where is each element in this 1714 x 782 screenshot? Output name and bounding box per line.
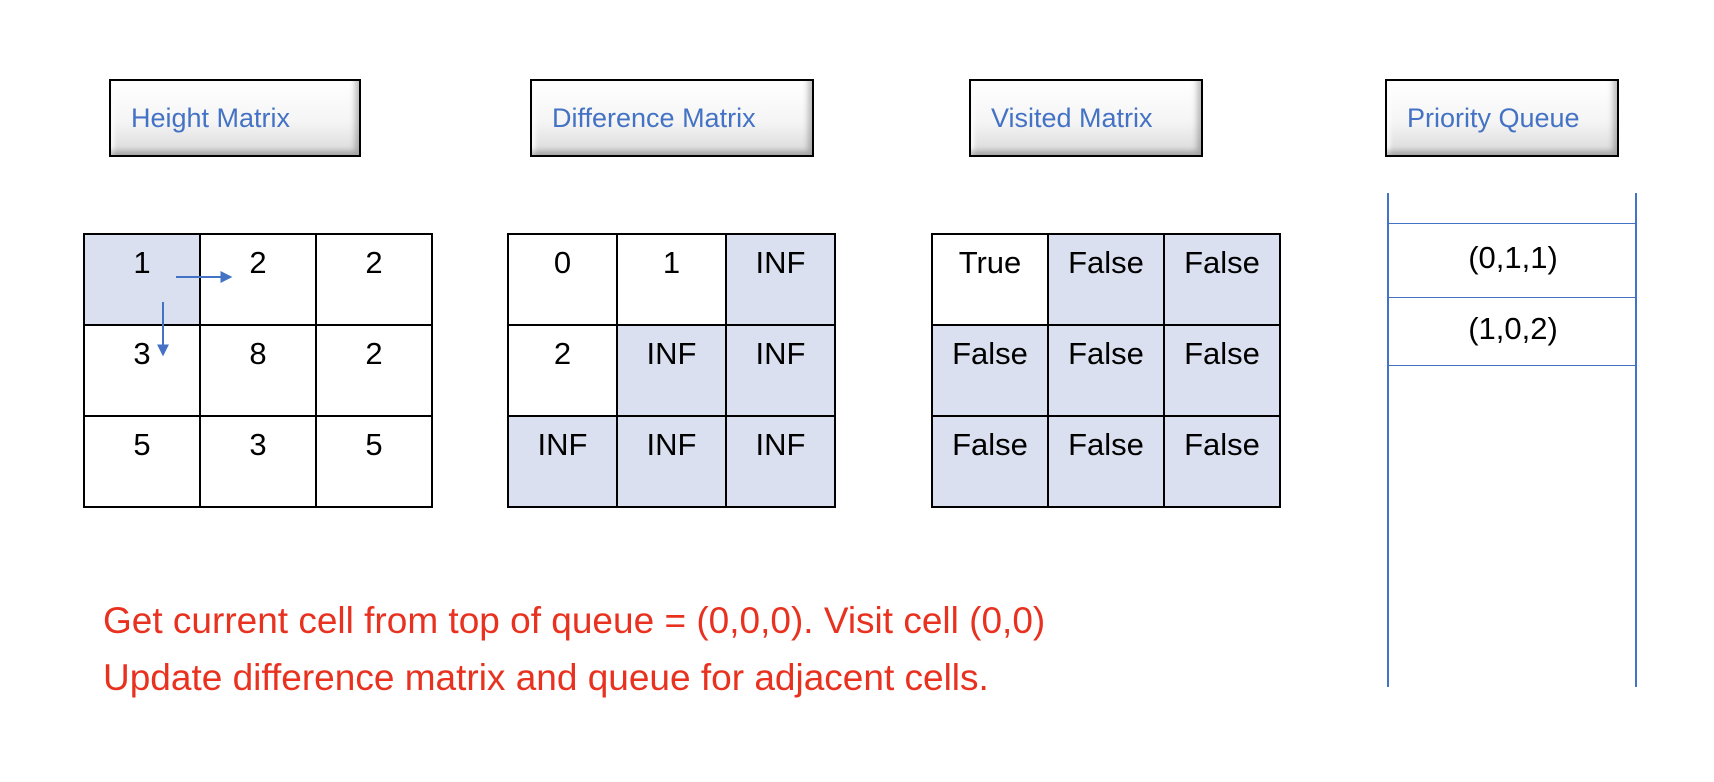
difference-cell: 2	[509, 326, 618, 417]
queue-left-wall	[1387, 193, 1389, 687]
queue-divider	[1387, 297, 1637, 298]
visited-cell: False	[1049, 326, 1165, 417]
height-cell: 1	[85, 235, 201, 326]
visited-cell: False	[933, 417, 1049, 508]
visited-cell: False	[1049, 235, 1165, 326]
difference-matrix-title: Difference Matrix	[530, 79, 814, 157]
visited-cell: False	[1165, 235, 1281, 326]
visited-cell: False	[1165, 326, 1281, 417]
difference-cell: INF	[727, 326, 836, 417]
height-cell: 5	[85, 417, 201, 508]
difference-cell: INF	[727, 235, 836, 326]
queue-item: (1,0,2)	[1468, 311, 1558, 346]
priority-queue-title: Priority Queue	[1385, 79, 1619, 157]
difference-cell: 1	[618, 235, 727, 326]
height-cell: 2	[317, 326, 433, 417]
step-message-line-1: Get current cell from top of queue = (0,…	[103, 600, 1046, 641]
step-message-line-2: Update difference matrix and queue for a…	[103, 657, 989, 698]
height-cell: 3	[85, 326, 201, 417]
height-cell: 2	[201, 235, 317, 326]
visited-cell: False	[1165, 417, 1281, 508]
queue-right-wall	[1635, 193, 1637, 687]
height-matrix-title: Height Matrix	[109, 79, 361, 157]
visited-cell: False	[933, 326, 1049, 417]
height-cell: 8	[201, 326, 317, 417]
queue-divider	[1387, 365, 1637, 366]
difference-cell: INF	[509, 417, 618, 508]
difference-cell: 0	[509, 235, 618, 326]
difference-cell: INF	[727, 417, 836, 508]
visited-cell: False	[1049, 417, 1165, 508]
queue-divider	[1387, 223, 1637, 224]
height-cell: 2	[317, 235, 433, 326]
height-cell: 5	[317, 417, 433, 508]
visited-matrix-title: Visited Matrix	[969, 79, 1203, 157]
height-cell: 3	[201, 417, 317, 508]
difference-cell: INF	[618, 417, 727, 508]
queue-item: (0,1,1)	[1468, 240, 1558, 275]
difference-cell: INF	[618, 326, 727, 417]
visited-cell: True	[933, 235, 1049, 326]
